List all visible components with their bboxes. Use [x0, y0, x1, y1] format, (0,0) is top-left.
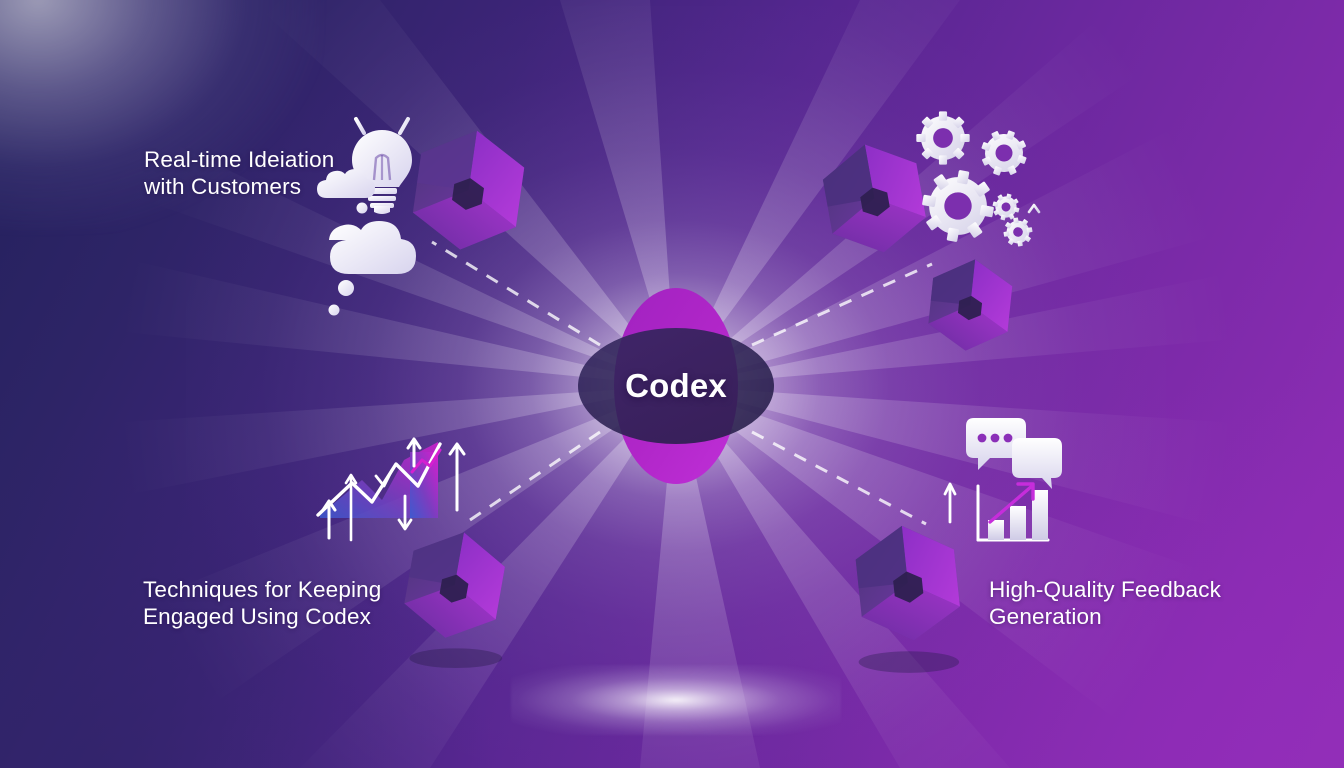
center-node-shape: [526, 256, 826, 516]
floor-glow: [511, 665, 841, 735]
node-label-feedback: High-Quality Feedback Generation: [989, 577, 1222, 629]
hexagon-decor-top-left: [408, 126, 528, 262]
growth-chart-icon: [300, 420, 480, 545]
center-node-label: Codex: [625, 367, 727, 404]
gears-icon: [912, 110, 1052, 250]
hexagon-decor-top-right-a: [820, 140, 930, 264]
node-label-engagement: Techniques for Keeping Engaged Using Cod…: [143, 577, 382, 629]
lightbulb-thought-icon: [312, 100, 437, 330]
chat-barchart-icon: [940, 410, 1070, 550]
hexagon-decor-bottom-left: [398, 528, 510, 676]
node-label-ideation: Real-time Ideiation with Customers: [144, 147, 335, 199]
hexagon-decor-top-right-b: [924, 256, 1016, 360]
hexagon-decor-bottom-right: [846, 522, 970, 680]
